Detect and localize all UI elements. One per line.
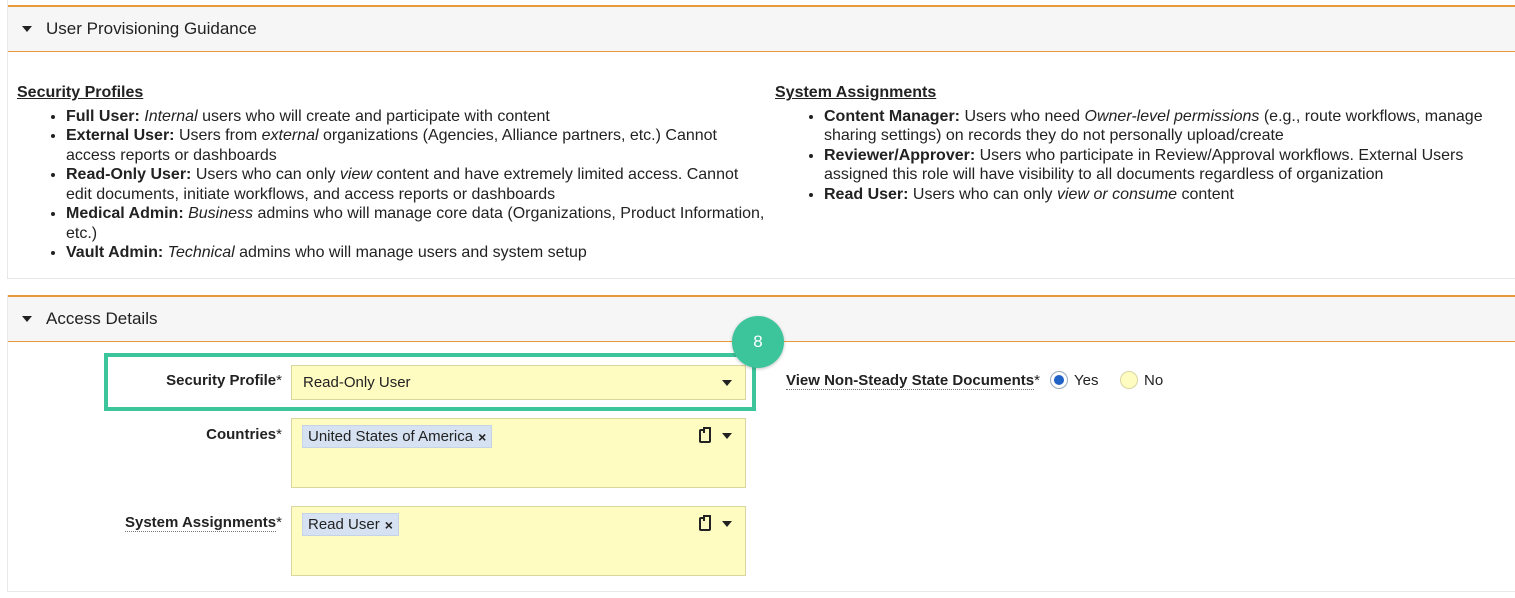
list-item: Full User: Internal users who will creat… [66,107,767,127]
system-assignments-multiselect[interactable]: Read User × [291,506,746,576]
list-item: Medical Admin: Business admins who will … [66,204,767,243]
remove-chip-icon[interactable]: × [384,516,393,533]
countries-multiselect[interactable]: United States of America × [291,418,746,488]
radio-yes-label[interactable]: Yes [1074,372,1099,389]
system-assignments-label: System Assignments* [124,514,282,532]
security-profile-label: Security Profile* [166,372,282,389]
system-assignment-chip: Read User × [302,513,399,536]
remove-chip-icon[interactable]: × [478,428,487,445]
step-badge: 8 [732,316,784,368]
list-item: Read User: Users who can only view or co… [824,185,1505,205]
guidance-panel: User Provisioning Guidance [7,0,1515,279]
system-assignments-list: Content Manager: Users who need Owner-le… [775,107,1505,205]
security-profiles-list: Full User: Internal users who will creat… [17,107,767,263]
chevron-down-icon[interactable] [722,521,732,527]
country-chip: United States of America × [302,425,493,448]
security-profile-value: Read-Only User [303,374,411,391]
security-profile-select[interactable]: Read-Only User [291,365,746,400]
radio-no-label[interactable]: No [1144,372,1164,389]
clipboard-icon[interactable] [699,427,711,443]
list-item: Content Manager: Users who need Owner-le… [824,107,1505,146]
guidance-section-header[interactable]: User Provisioning Guidance [8,5,1515,52]
list-item: External User: Users from external organ… [66,126,767,165]
security-profiles-heading: Security Profiles [17,84,144,101]
list-item: Read-Only User: Users who can only view … [66,165,767,204]
guidance-section-title: User Provisioning Guidance [46,19,257,38]
chevron-down-icon[interactable] [722,380,732,386]
access-section-title: Access Details [46,309,158,328]
system-assignments-column: System Assignments Content Manager: User… [775,83,1505,204]
list-item: Vault Admin: Technical admins who will m… [66,243,767,263]
list-item: Reviewer/Approver: Users who participate… [824,146,1505,185]
caret-down-icon[interactable] [22,316,32,322]
system-assignments-heading: System Assignments [775,84,937,101]
countries-label: Countries* [206,426,282,443]
security-profiles-column: Security Profiles Full User: Internal us… [17,83,767,263]
caret-down-icon[interactable] [22,26,32,32]
radio-yes[interactable] [1050,371,1068,389]
clipboard-icon[interactable] [699,515,711,531]
chevron-down-icon[interactable] [722,433,732,439]
radio-no[interactable] [1120,371,1138,389]
non-steady-label: View Non-Steady State Documents* [786,372,1040,390]
step-highlight [104,353,756,411]
